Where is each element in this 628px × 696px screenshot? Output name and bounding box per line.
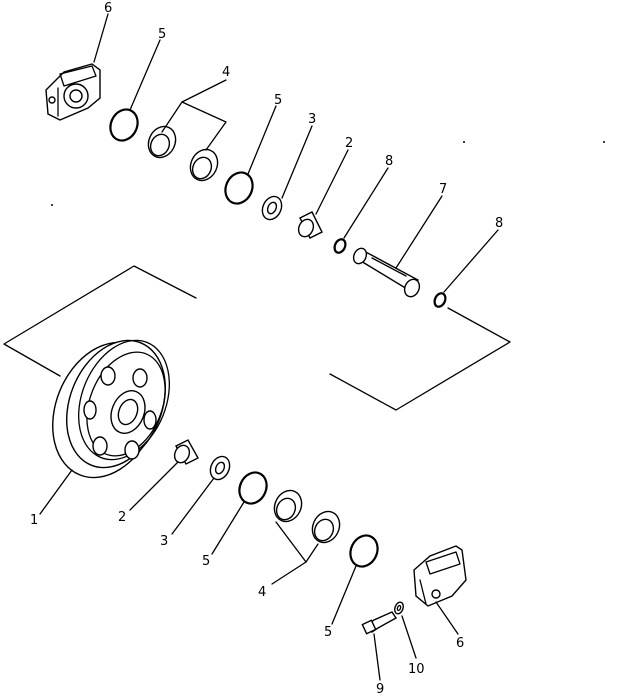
leader-8-b	[443, 229, 499, 293]
leader-5-a	[129, 39, 161, 111]
leader-4-top-branch	[181, 101, 227, 151]
part-6-bracket-bottom	[413, 545, 467, 607]
leader-5-d	[331, 565, 357, 625]
part-8-oring-b	[433, 292, 447, 308]
leader-10	[401, 615, 417, 659]
callout-6-bottom: 6	[456, 636, 464, 651]
callout-6-top: 6	[104, 1, 112, 16]
leader-4-bottom	[271, 521, 307, 585]
part-4-seal-upper-a	[147, 125, 177, 159]
part-3-bearing-lower	[209, 455, 231, 481]
part-8-oring-a	[333, 238, 347, 254]
leader-4-top	[161, 79, 227, 133]
leader-6-bottom	[435, 601, 459, 635]
assembly-outline-left	[3, 265, 197, 377]
callout-5-a: 5	[158, 27, 166, 42]
callout-1: 1	[30, 513, 38, 528]
callout-9: 9	[376, 682, 384, 696]
callout-2-bottom: 2	[118, 510, 126, 525]
part-5-ring-b	[224, 171, 254, 205]
callout-5-c: 5	[202, 554, 210, 569]
leader-2-bottom	[129, 461, 179, 511]
callout-7: 7	[439, 182, 447, 197]
part-4-seal-lower-a	[273, 489, 303, 523]
part-4-seal-lower-b	[311, 510, 341, 544]
callout-3-bottom: 3	[160, 534, 168, 549]
callout-5-b: 5	[274, 93, 282, 108]
callout-2-top: 2	[345, 136, 353, 151]
callout-3-top: 3	[308, 112, 316, 127]
part-6-bracket-top	[45, 63, 101, 121]
leader-3-bottom	[171, 477, 215, 535]
assembly-outline-right	[329, 307, 511, 411]
leader-5-b	[247, 105, 277, 175]
stray-dot	[463, 141, 465, 143]
part-10-washer	[394, 601, 404, 615]
callout-5-d: 5	[324, 625, 332, 640]
part-3-bearing-upper	[261, 195, 283, 221]
part-9-bolt	[361, 611, 398, 635]
stray-dot	[603, 141, 605, 143]
leader-8-a	[343, 167, 389, 239]
callout-8-a: 8	[385, 154, 393, 169]
stray-dot	[51, 204, 53, 206]
part-4-seal-upper-b	[189, 148, 219, 182]
part-7-shaft	[352, 247, 421, 298]
part-5-ring-d	[349, 534, 379, 568]
leader-5-c	[211, 501, 245, 555]
part-5-ring-c	[238, 471, 268, 505]
leader-4-bottom-branch	[305, 543, 319, 563]
callout-4-bottom: 4	[258, 585, 266, 600]
callout-10: 10	[408, 662, 425, 677]
leader-6-top	[93, 13, 109, 63]
part-2-bushing-upper	[297, 211, 323, 239]
part-5-ring-a	[109, 108, 139, 142]
part-1-idler-wheel	[52, 339, 170, 479]
callout-8-b: 8	[495, 216, 503, 231]
callout-4-top: 4	[222, 65, 230, 80]
leader-1	[39, 469, 73, 515]
leader-3-top	[281, 125, 313, 199]
leader-9	[373, 633, 381, 681]
leader-7	[395, 195, 443, 269]
part-2-bushing-lower	[173, 439, 199, 465]
leader-2-top	[315, 149, 349, 215]
